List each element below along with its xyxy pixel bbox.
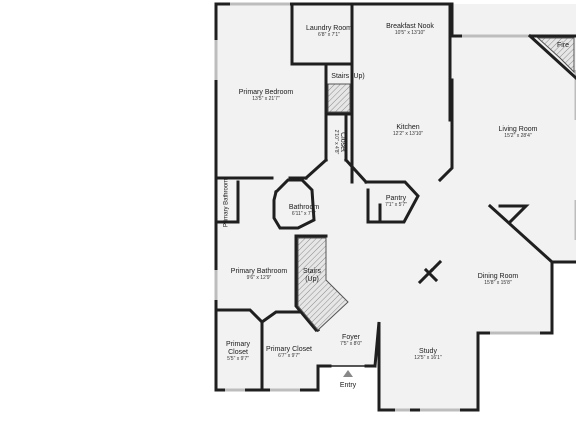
room-name: Living Room [498, 126, 538, 134]
room-dims: 9'6" x 12'9" [246, 275, 272, 282]
entry-label: Entry [340, 382, 356, 390]
room-name: Foyer [342, 334, 360, 342]
room-laundry: Laundry Room 6'8" x 7'1" [306, 25, 352, 39]
room-living: Living Room 15'2" x 28'4" [499, 126, 538, 140]
interior-walls [214, 2, 576, 392]
room-name: Dining Room [477, 273, 519, 281]
room-name: Primary Closet [266, 346, 312, 354]
room-primary-bedroom: Primary Bedroom 13'5" x 21'7" [239, 89, 293, 103]
room-dims: 6'8" x 7'1" [318, 32, 340, 39]
entry-text: Entry [339, 381, 357, 389]
stairs-mid-hatch [297, 237, 349, 331]
room-dims: 15'8" x 15'8" [484, 280, 512, 287]
room-dims: 10'5" x 13'10" [394, 30, 426, 37]
fireplace-hatch [536, 37, 575, 74]
room-name: Laundry Room [306, 25, 352, 33]
room-dims: 6'7" x 9'7" [278, 353, 300, 360]
room-dims: 5'5" x 9'7" [227, 356, 249, 363]
room-bathroom: Bathroom 6'11" x 7'1" [289, 204, 319, 218]
room-name: Stairs (Up) [331, 72, 365, 80]
room-dining: Dining Room 15'8" x 15'8" [478, 273, 518, 287]
room-dims: 13'5" x 21'7" [252, 96, 280, 103]
room-dims: 12'2" x 13'10" [392, 131, 424, 138]
room-name: Closet [338, 132, 346, 152]
room-dims: 7'5" x 8'0" [340, 341, 362, 348]
windows [214, 2, 576, 412]
room-name: Stairs (Up) [303, 267, 321, 283]
room-study: Study 12'5" x 16'1" [414, 348, 441, 362]
room-name: Kitchen [396, 124, 420, 132]
room-name: Study [419, 348, 437, 356]
room-pantry: Pantry 7'1" x 5'7" [385, 195, 407, 209]
room-dims: 15'2" x 28'4" [504, 133, 532, 140]
room-primary-closet-right: Primary Closet 6'7" x 9'7" [266, 346, 312, 360]
room-primary-bathroom: Primary Bathroom 9'6" x 12'9" [231, 268, 287, 282]
room-name: Breakfast Nook [386, 23, 434, 31]
room-stairs-mid: Stairs (Up) [297, 268, 327, 284]
room-name: Primary Bathroom [223, 178, 230, 228]
room-primary-closet-left: Primary Closet 5'5" x 9'7" [220, 341, 256, 363]
room-closet: Closet 2'10" x 4'8" [332, 130, 346, 155]
room-primary-bathroom-small: Primary Bathroom [224, 179, 231, 227]
room-stairs-top: Stairs (Up) [331, 73, 364, 81]
room-dims: 7'1" x 5'7" [385, 202, 407, 209]
room-foyer: Foyer 7'5" x 8'0" [340, 334, 362, 348]
room-dims: 12'5" x 16'1" [414, 355, 442, 362]
stairs-top-hatch [327, 83, 351, 113]
room-breakfast-nook: Breakfast Nook 10'5" x 13'10" [386, 23, 434, 37]
room-name: Fire [556, 41, 570, 49]
room-name: Bathroom [288, 204, 320, 212]
room-name: Primary Bathroom [230, 268, 288, 276]
entry-arrow-icon [343, 370, 353, 377]
room-name: Primary Closet [225, 341, 251, 357]
room-name: Pantry [385, 195, 407, 203]
room-kitchen: Kitchen 12'2" x 13'10" [393, 124, 423, 138]
room-dims: 6'11" x 7'1" [291, 211, 317, 218]
room-dims: 2'10" x 4'8" [332, 129, 339, 155]
room-name: Primary Bedroom [238, 89, 294, 97]
room-fire: Fire [557, 42, 569, 50]
